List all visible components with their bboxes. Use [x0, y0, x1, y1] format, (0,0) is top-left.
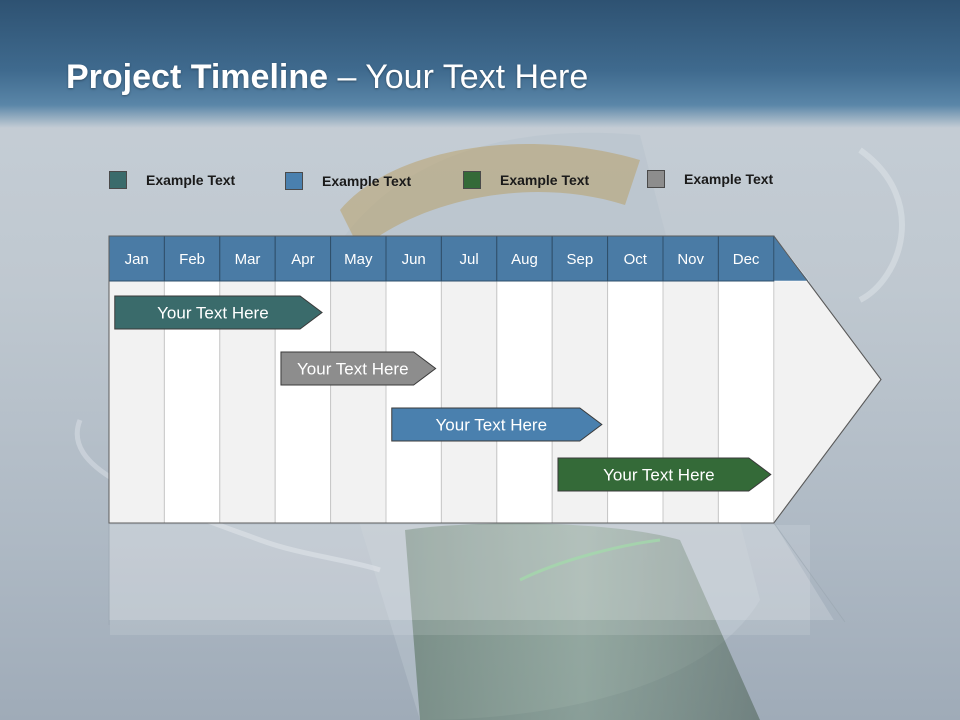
month-label-nov: Nov — [677, 251, 704, 268]
month-column-jul — [440, 280, 498, 524]
month-label-apr: Apr — [291, 251, 314, 268]
legend-swatch-4 — [647, 170, 665, 188]
task-bar-2 — [280, 351, 437, 386]
page-title-bold: Project Timeline — [66, 58, 329, 96]
legend-swatch-1 — [109, 171, 127, 189]
task-bar-label-1: Your Text Here — [157, 304, 269, 323]
legend-label-2: Example Text — [322, 173, 412, 189]
month-header-sep — [551, 235, 609, 282]
legend-swatch-3 — [463, 171, 481, 189]
month-label-dec: Dec — [733, 251, 760, 268]
timeline-reflection — [109, 523, 834, 620]
month-label-may: May — [344, 251, 373, 268]
month-label-jul: Jul — [460, 251, 479, 268]
legend-swatch-2 — [285, 172, 303, 190]
task-bar-1 — [114, 295, 323, 330]
timeline-outline — [108, 235, 882, 524]
month-label-feb: Feb — [179, 251, 205, 268]
legend-label-3: Example Text — [500, 172, 590, 188]
legend-label-1: Example Text — [146, 172, 236, 188]
month-header-nov — [662, 235, 719, 282]
month-label-sep: Sep — [567, 251, 594, 268]
header-band — [0, 0, 960, 128]
task-bar-label-3: Your Text Here — [436, 416, 548, 435]
month-label-mar: Mar — [235, 251, 261, 268]
page-title: Project Timeline – Your Text Here — [66, 58, 588, 97]
page-title-rest: – Your Text Here — [328, 58, 589, 96]
reflection-edge-right — [773, 522, 846, 623]
month-label-aug: Aug — [511, 251, 538, 268]
month-label-oct: Oct — [624, 251, 648, 268]
month-header-jan — [108, 235, 165, 282]
month-column-jun — [385, 280, 442, 524]
task-bar-4 — [557, 457, 772, 492]
task-bar-3 — [391, 407, 603, 442]
month-column-may — [330, 280, 387, 524]
task-bar-label-2: Your Text Here — [297, 360, 409, 379]
legend-label-4: Example Text — [684, 171, 774, 187]
month-label-jun: Jun — [402, 251, 426, 268]
month-header-dec — [717, 235, 775, 282]
month-label-jan: Jan — [125, 251, 149, 268]
task-bar-label-4: Your Text Here — [603, 466, 715, 485]
month-header-oct — [607, 235, 664, 282]
month-header-apr — [274, 235, 332, 282]
month-column-aug — [496, 280, 553, 524]
